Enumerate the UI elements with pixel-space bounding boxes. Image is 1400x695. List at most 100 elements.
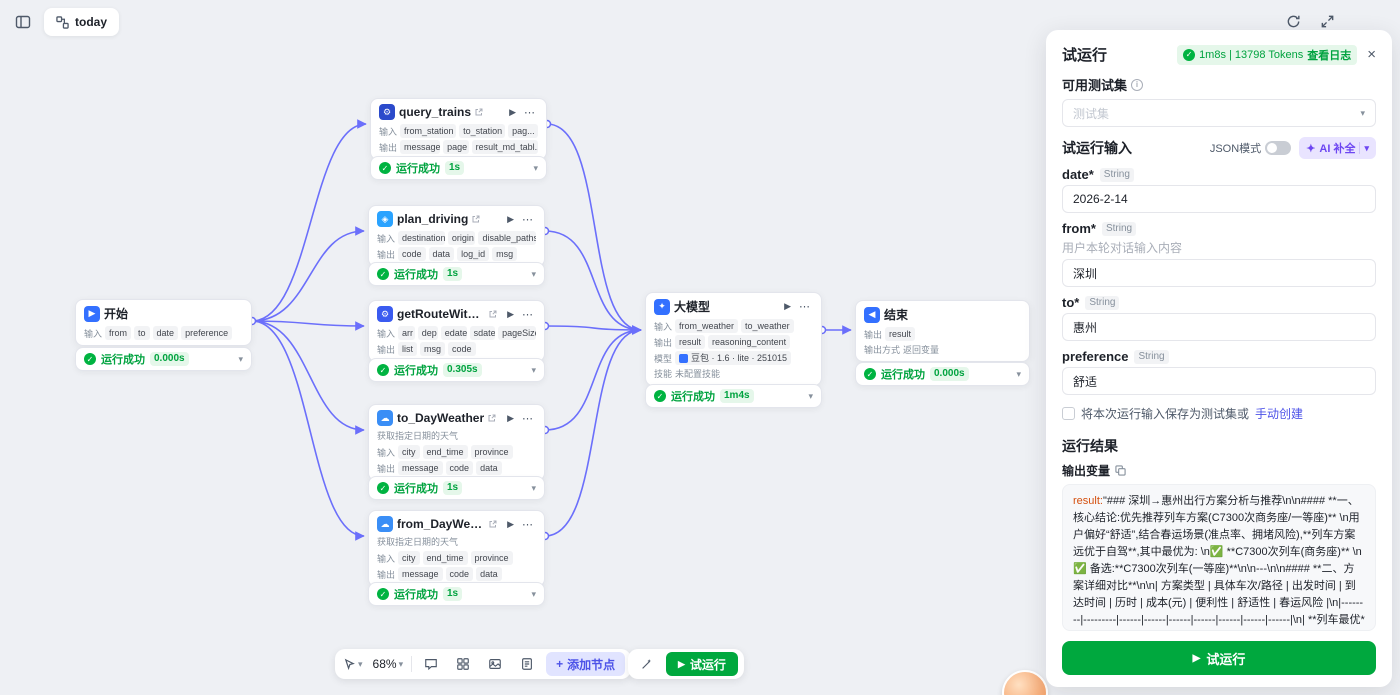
variable-tag: preference: [181, 326, 233, 340]
refresh-icon[interactable]: [1280, 8, 1306, 34]
node-io-row: 输入 from_weather to_weather: [646, 318, 821, 334]
input-section-title: 试运行输入: [1062, 140, 1132, 156]
variable-tag: data: [476, 567, 502, 581]
node-more-button[interactable]: ⋯: [799, 301, 811, 313]
success-check-icon: ✓: [379, 162, 391, 174]
result-output-box[interactable]: result:"### 深圳→惠州出行方案分析与推荐\n\n#### **一、核…: [1062, 484, 1376, 631]
run-node-button[interactable]: ▶: [507, 308, 514, 319]
close-icon[interactable]: ×: [1367, 46, 1376, 63]
success-check-icon: ✓: [377, 364, 389, 376]
toolbar-divider: [411, 656, 413, 672]
workflow-icon: [56, 15, 69, 29]
node-get-route-with-price[interactable]: ⚙ getRouteWithPrice ▶ ⋯ 输入 arr dep edate…: [368, 300, 545, 362]
frame-icon[interactable]: [450, 651, 476, 677]
success-check-icon: ✓: [1183, 48, 1196, 61]
field-caption: 用户本轮对话输入内容: [1062, 241, 1183, 255]
run-node-button[interactable]: ▶: [507, 213, 514, 224]
run-status-from-day-weather[interactable]: ✓ 运行成功 1s ▾: [368, 582, 545, 606]
run-status-get-route-with-price[interactable]: ✓ 运行成功 0.305s ▾: [368, 358, 545, 382]
variable-tag: msg: [420, 342, 446, 356]
node-more-button[interactable]: ⋯: [522, 213, 534, 226]
image-icon[interactable]: [482, 651, 508, 677]
add-node-button[interactable]: + 添加节点: [546, 652, 626, 676]
success-check-icon: ✓: [654, 390, 666, 402]
duration-badge: 0.000s: [930, 367, 969, 381]
copy-icon[interactable]: [1115, 465, 1126, 476]
variable-tag: list: [398, 342, 418, 356]
node-more-button[interactable]: ⋯: [522, 412, 534, 425]
variable-tag: date: [152, 326, 179, 340]
chevron-down-icon: ▾: [1364, 142, 1369, 153]
preference-input[interactable]: [1062, 367, 1376, 395]
run-status-plan-driving[interactable]: ✓ 运行成功 1s ▾: [368, 262, 545, 286]
beautify-wand-icon[interactable]: [634, 651, 660, 677]
variable-tag: arr: [398, 326, 415, 340]
run-node-button[interactable]: ▶: [507, 518, 514, 529]
node-more-button[interactable]: ⋯: [524, 106, 536, 119]
chevron-down-icon: ▾: [808, 390, 813, 401]
variable-tag: pageSize: [498, 326, 536, 340]
ai-complete-button[interactable]: ✦ AI 补全 ▾: [1299, 137, 1376, 159]
save-testset-checkbox[interactable]: [1062, 407, 1075, 420]
variable-tag: to_station: [459, 124, 506, 138]
from-input[interactable]: [1062, 259, 1376, 287]
manual-create-link[interactable]: 手动创建: [1255, 407, 1304, 421]
panel-title: 试运行: [1062, 47, 1108, 64]
node-query-trains[interactable]: ⚙ query_trains ▶ ⋯ 输入 from_station to_st…: [370, 98, 547, 160]
variable-tag: dep: [417, 326, 438, 340]
run-node-button[interactable]: ▶: [509, 106, 516, 117]
variable-tag: to: [134, 326, 150, 340]
run-status-start[interactable]: ✓ 运行成功 0.000s ▾: [75, 347, 252, 371]
chevron-down-icon: ▾: [531, 482, 536, 493]
node-plan-driving[interactable]: ◈ plan_driving ▶ ⋯ 输入 destination origin…: [368, 205, 545, 267]
type-badge: String: [1134, 349, 1169, 364]
success-check-icon: ✓: [377, 588, 389, 600]
plus-icon: +: [556, 657, 564, 671]
run-node-button[interactable]: ▶: [507, 412, 514, 423]
run-node-button[interactable]: ▶: [784, 301, 791, 311]
variable-tag: code: [445, 567, 474, 581]
run-status-to-day-weather[interactable]: ✓ 运行成功 1s ▾: [368, 476, 545, 500]
node-io-row: 输入 from to date preference: [76, 325, 251, 341]
fullscreen-icon[interactable]: [1314, 8, 1340, 34]
pointer-tool-button[interactable]: ▾: [341, 651, 365, 677]
node-description: 获取指定日期的天气: [377, 537, 459, 547]
note-icon[interactable]: [514, 651, 540, 677]
assistant-avatar[interactable]: [1002, 670, 1048, 695]
variable-tag: data: [428, 247, 455, 261]
node-more-button[interactable]: ⋯: [522, 518, 534, 531]
node-io-row: 输出 message code data: [369, 566, 544, 582]
run-status-query-trains[interactable]: ✓ 运行成功 1s ▾: [370, 156, 547, 180]
date-input[interactable]: [1062, 185, 1376, 213]
zoom-select[interactable]: 68% ▾: [371, 651, 406, 677]
comment-icon[interactable]: [418, 651, 444, 677]
sidebar-toggle-button[interactable]: [10, 9, 36, 35]
variable-tag: disable_paths: [478, 231, 536, 245]
chevron-down-icon: ▾: [531, 588, 536, 599]
node-llm[interactable]: ✦ 大模型 ▶ ⋯ 输入 from_weather to_weather 输出 …: [645, 292, 822, 386]
node-more-button[interactable]: ⋯: [522, 308, 534, 321]
node-title: plan_driving: [397, 212, 469, 226]
duration-badge: 1s: [443, 267, 463, 281]
json-mode-toggle[interactable]: [1265, 141, 1292, 155]
workflow-tab[interactable]: today: [44, 8, 120, 36]
node-end[interactable]: ◀ 结束 输出 result 输出方式 返回变量: [855, 300, 1030, 362]
testset-select[interactable]: 测试集 ▾: [1062, 99, 1376, 127]
run-status-end[interactable]: ✓ 运行成功 0.000s ▾: [855, 362, 1030, 386]
view-log-link[interactable]: 查看日志: [1307, 49, 1352, 62]
node-io-row: 输出 list msg code: [369, 341, 544, 357]
field-preference: preference String: [1062, 349, 1376, 395]
duration-badge: 1s: [443, 481, 463, 495]
panel-test-run-button[interactable]: ▶ 试运行: [1062, 641, 1376, 675]
node-start[interactable]: ▶ 开始 输入 from to date preference: [75, 299, 252, 346]
node-from-day-weather[interactable]: ☁ from_DayWeather ▶ ⋯ 获取指定日期的天气 输入 city …: [368, 510, 545, 587]
to-input[interactable]: [1062, 313, 1376, 341]
run-status-llm[interactable]: ✓ 运行成功 1m4s ▾: [645, 384, 822, 408]
run-toolbar: ▶ 试运行: [628, 649, 744, 679]
test-run-button[interactable]: ▶ 试运行: [666, 652, 738, 676]
model-icon: [679, 353, 689, 363]
chevron-down-icon: ▾: [1360, 107, 1365, 118]
variable-tag: from: [105, 326, 132, 340]
node-to-day-weather[interactable]: ☁ to_DayWeather ▶ ⋯ 获取指定日期的天气 输入 city en…: [368, 404, 545, 481]
node-io-row: 输入 from_station to_station pag...: [371, 123, 546, 139]
